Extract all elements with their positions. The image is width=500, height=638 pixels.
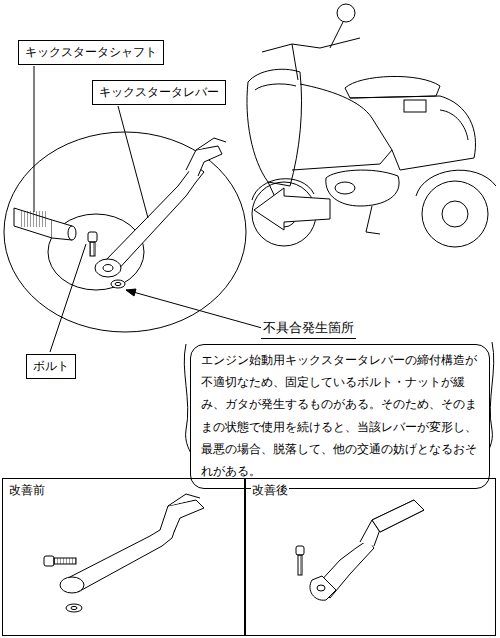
panel-heading: 改善後 bbox=[251, 482, 289, 499]
scooter bbox=[247, 4, 496, 247]
part-label: キックスタータレバー bbox=[92, 80, 226, 105]
part-name: キックスタータシャフト bbox=[25, 44, 157, 61]
callout-text: エンジン始動用キックスタータレバーの締付構造が不適切なため、固定しているボルト・… bbox=[201, 349, 479, 482]
detail-ellipse bbox=[4, 132, 246, 332]
old-lever bbox=[44, 494, 204, 612]
pointer-arrow bbox=[254, 188, 330, 230]
part-label: ボルト bbox=[26, 354, 76, 379]
defect-callout: 不具合発生箇所エンジン始動用キックスタータレバーの締付構造が不適切なため、固定し… bbox=[190, 344, 490, 489]
leader-lines bbox=[34, 66, 262, 352]
part-name: ボルト bbox=[33, 358, 69, 375]
before-panel: 改善前 bbox=[2, 478, 245, 636]
after-panel: 改善後 bbox=[245, 478, 496, 636]
kick-parts bbox=[14, 138, 226, 288]
panel-heading: 改善前 bbox=[8, 482, 46, 499]
new-lever bbox=[296, 500, 424, 600]
callout-heading: 不具合発生箇所 bbox=[261, 319, 356, 339]
part-name: キックスタータレバー bbox=[99, 84, 219, 101]
part-label: キックスタータシャフト bbox=[18, 40, 164, 65]
